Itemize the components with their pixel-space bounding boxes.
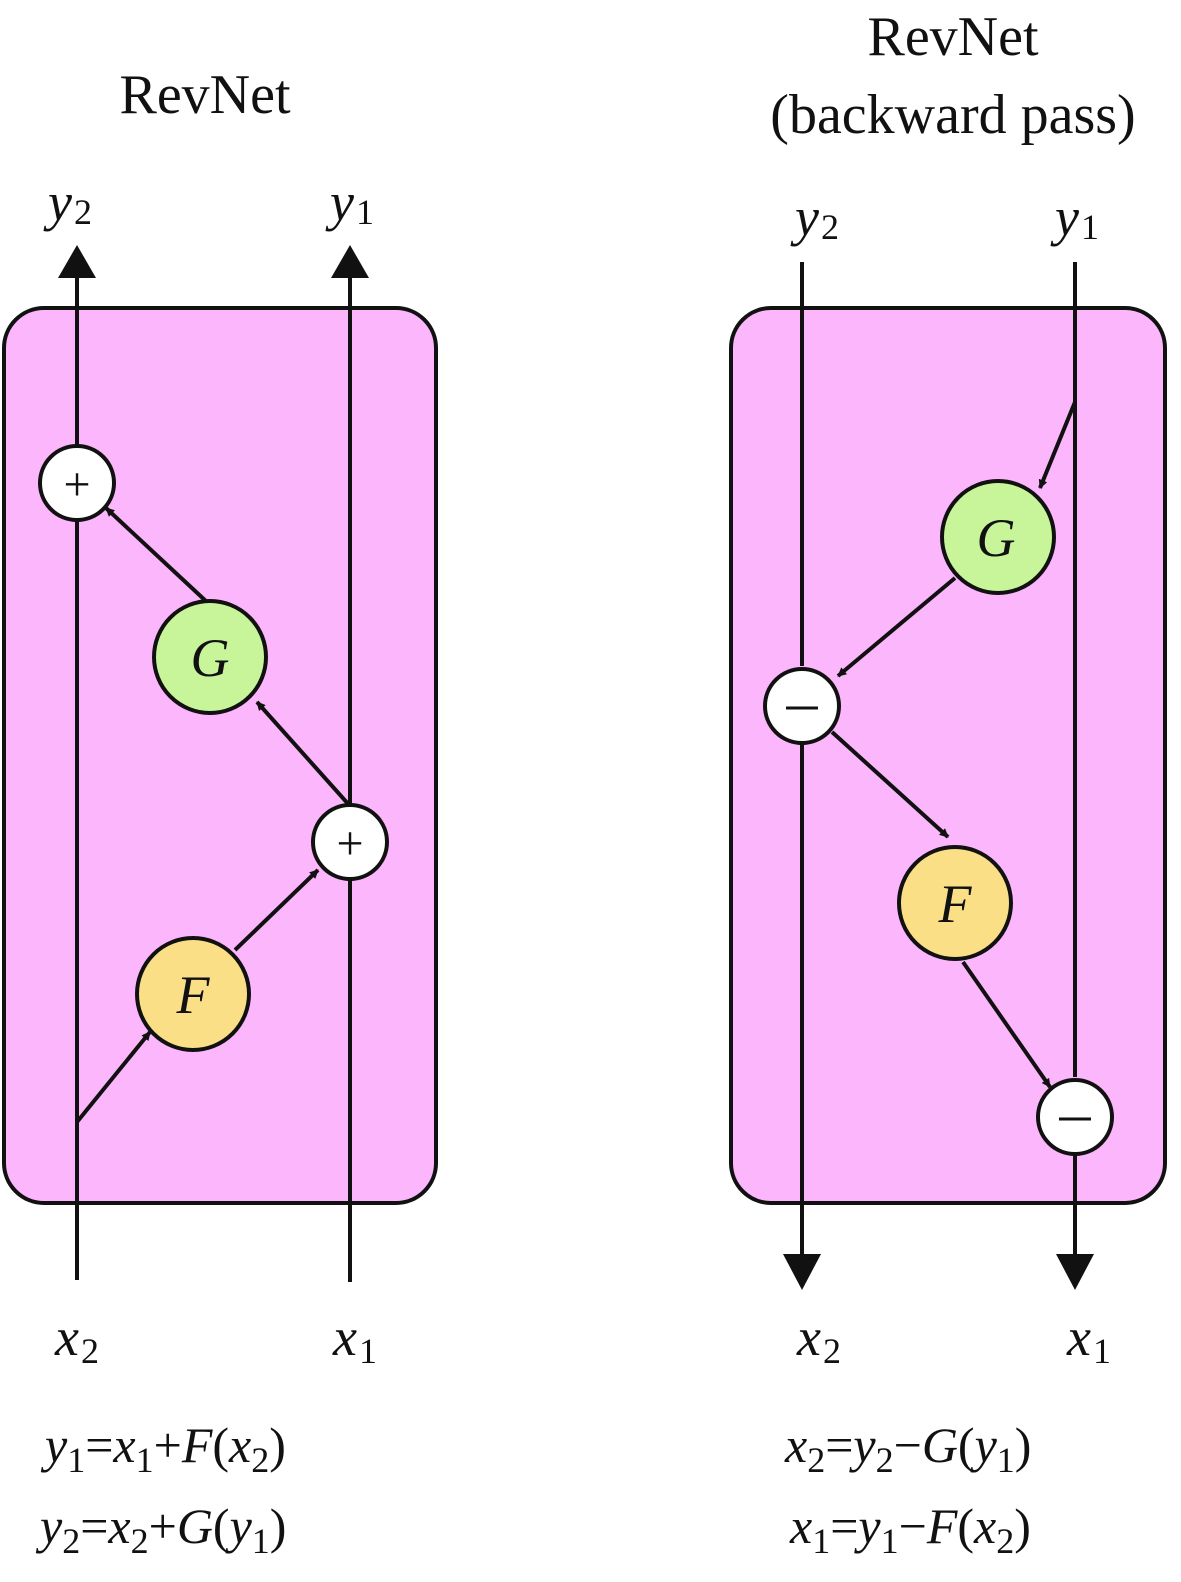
equation-token: 1 [136,1440,154,1480]
equation-token: 1 [252,1521,270,1561]
equation-token: 2 [807,1440,825,1480]
forward-equation-2: y2=x2+G(y1) [35,1498,286,1561]
forward-edge-F-to-add [233,868,320,952]
equation-token: y [35,1498,63,1554]
forward-arrow-y2-icon [58,245,96,278]
equation-token: x [973,1498,996,1554]
equation-token: G [922,1417,958,1473]
equation-token: y [848,1417,876,1473]
equation-token: y [853,1498,881,1554]
equation-token: y [225,1498,253,1554]
equation-token: 2 [62,1521,80,1561]
forward-output-y2: y2 [43,172,92,232]
backward-edge-G-to-sub [836,576,957,678]
plus-icon: + [336,817,363,870]
equation-token: = [80,1498,108,1554]
equation-token: G [177,1498,213,1554]
equation-token: = [85,1417,113,1473]
backward-sub-mid-node [763,667,841,745]
equation-token: + [154,1417,182,1473]
forward-equation-1: y1=x1+F(x2) [40,1417,286,1480]
equation-token: 2 [996,1521,1014,1561]
equation-token: ( [958,1417,975,1473]
backward-title-line2: (backward pass) [770,84,1135,146]
equation-token: ) [1015,1417,1032,1473]
equation-token: 2 [876,1440,894,1480]
backward-output-x2: x2 [796,1307,841,1371]
equation-token: x [789,1498,812,1554]
backward-input-y1: y1 [1050,187,1099,247]
F-label: F [938,874,973,934]
forward-input-x2: x2 [54,1307,99,1371]
equation-token: = [825,1417,853,1473]
equation-token: ( [212,1417,229,1473]
backward-input-y2: y2 [790,187,839,247]
equation-token: ) [269,1417,286,1473]
backward-F-node: F [897,845,1013,961]
equation-token: − [894,1417,922,1473]
forward-block [2,306,438,1205]
equation-token: 2 [131,1521,149,1561]
forward-title: RevNet [119,64,291,126]
equation-token: y [40,1417,68,1473]
equation-token: 2 [251,1440,269,1480]
backward-sub-bottom-node [1036,1078,1114,1156]
forward-input-x1: x1 [332,1307,377,1371]
backward-output-x1: x1 [1066,1307,1111,1371]
equation-token: 1 [67,1440,85,1480]
backward-arrow-x1-icon [1056,1254,1094,1290]
backward-equation-1: x2=y2−G(y1) [784,1417,1031,1480]
backward-edge-y1-to-G [1038,401,1077,489]
forward-add-mid-node: + [311,803,389,881]
backward-arrow-x2-icon [783,1254,821,1290]
equation-token: ( [957,1498,974,1554]
backward-panel: RevNet (backward pass) y2 y1 G [729,6,1167,1561]
backward-edge-F-to-sub [961,960,1052,1089]
equation-token: = [830,1498,858,1554]
backward-title-line1: RevNet [867,6,1039,68]
backward-equation-2: x1=y1−F(x2) [789,1498,1031,1561]
G-label: G [977,508,1016,568]
equation-token: 1 [812,1521,830,1561]
forward-F-node: F [135,936,251,1052]
F-label: F [176,965,211,1025]
G-label: G [191,628,230,688]
equation-token: 1 [881,1521,899,1561]
equation-token: 1 [997,1440,1015,1480]
equation-token: x [107,1498,130,1554]
equation-token: y [970,1417,998,1473]
equation-token: − [899,1498,927,1554]
backward-edge-sub-to-F [830,730,950,839]
equation-token: ) [270,1498,287,1554]
equation-token: x [784,1417,807,1473]
backward-G-node: G [940,479,1056,595]
forward-output-y1: y1 [325,172,374,232]
forward-add-top-node: + [38,444,116,522]
forward-G-node: G [152,599,268,715]
equation-token: ) [1014,1498,1031,1554]
forward-edge-x2-to-F [75,1030,152,1124]
plus-icon: + [63,458,90,511]
equation-token: F [926,1498,958,1554]
equation-token: + [149,1498,177,1554]
equation-token: F [181,1417,213,1473]
equation-token: x [112,1417,135,1473]
forward-edge-G-to-add [104,506,210,605]
equation-token: x [228,1417,251,1473]
forward-panel: RevNet y2 y1 + G [2,64,438,1561]
forward-edge-add-to-G [255,700,352,808]
forward-arrow-y1-icon [331,245,369,278]
equation-token: ( [213,1498,230,1554]
backward-block [729,306,1167,1205]
